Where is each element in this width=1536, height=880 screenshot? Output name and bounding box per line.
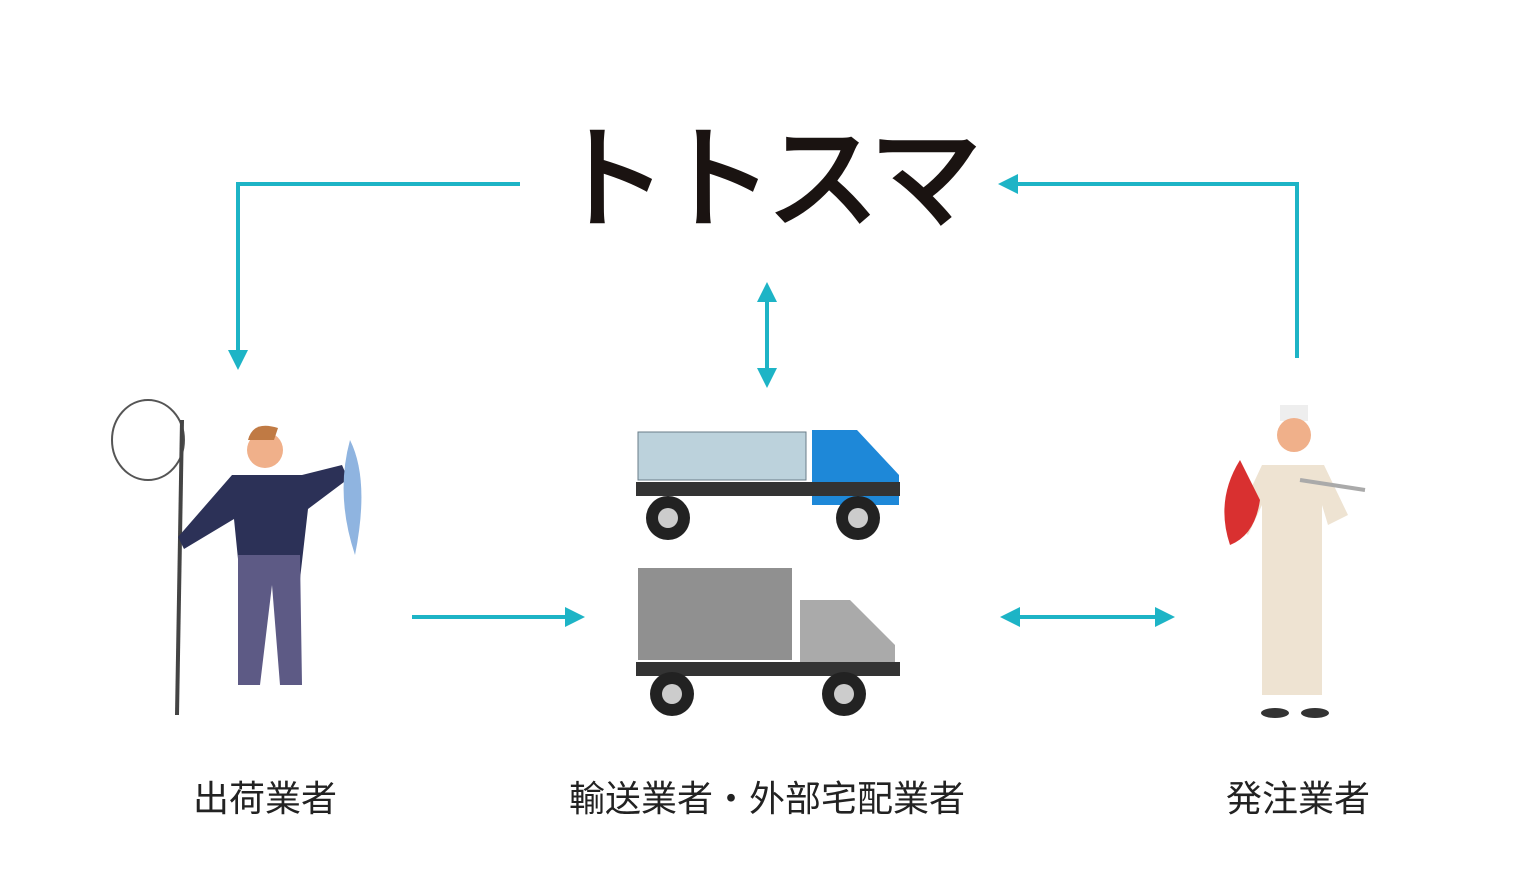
totosuma-logo: トトスマ [555,115,982,245]
refrigerated-truck-illustration [636,430,900,540]
shipper-label: 出荷業者 [192,779,337,820]
arrow-logo-to-shipper [228,182,520,370]
delivery-truck-illustration [636,568,900,716]
chef-illustration [1224,405,1366,718]
transport-label: 輸送業者・外部宅配業者 [568,779,965,820]
orderer-label: 発注業者 [1225,779,1370,820]
fisherman-illustration [111,399,362,716]
arrow-orderer-to-logo [998,174,1299,358]
